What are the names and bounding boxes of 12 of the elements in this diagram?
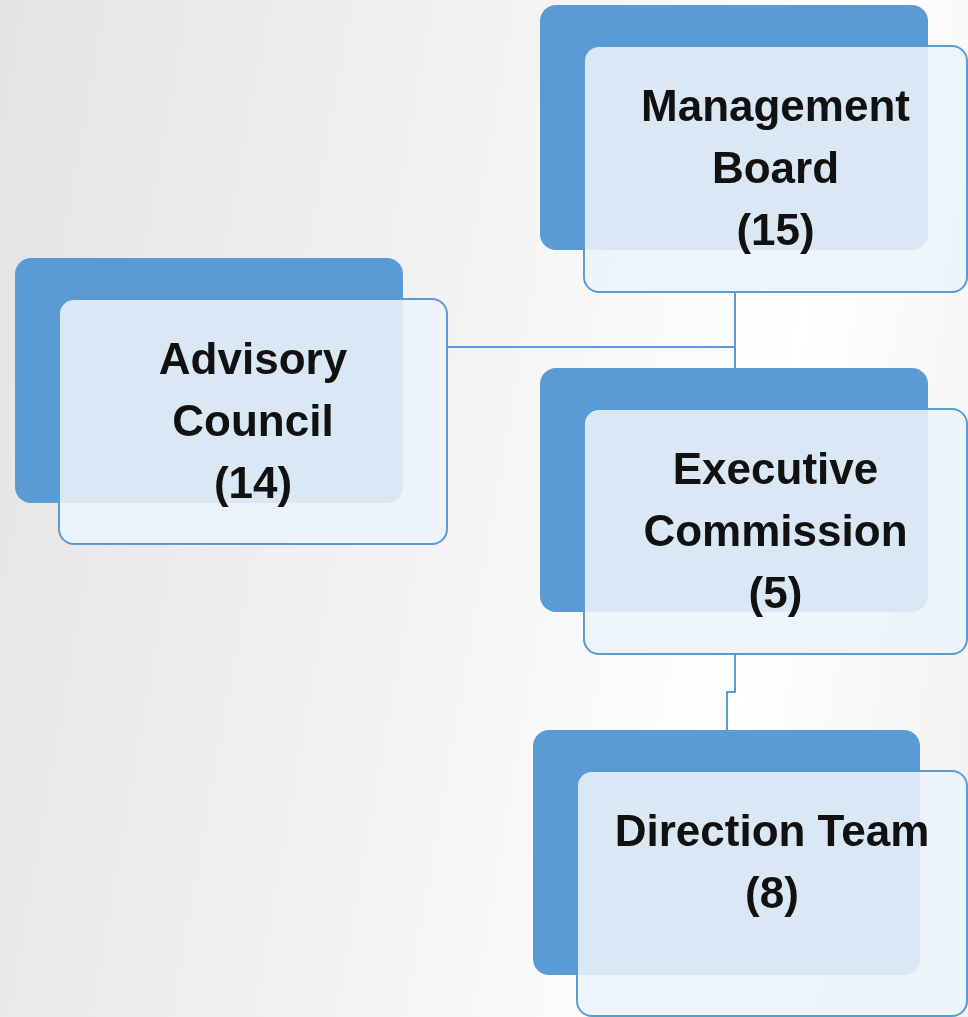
box-label: Management Board [640,80,911,194]
org-box [58,298,448,545]
box-label: Advisory Council [157,333,349,447]
box-label: (14) [212,457,294,509]
box-label: (5) [747,567,804,619]
org-box [583,408,968,655]
box-label: (8) [744,867,800,919]
box-label: Direction Team [613,805,931,857]
box-label: (15) [735,204,816,256]
box-label: Executive Commission [642,443,909,557]
org-box [576,770,968,1017]
org-box [583,45,968,293]
